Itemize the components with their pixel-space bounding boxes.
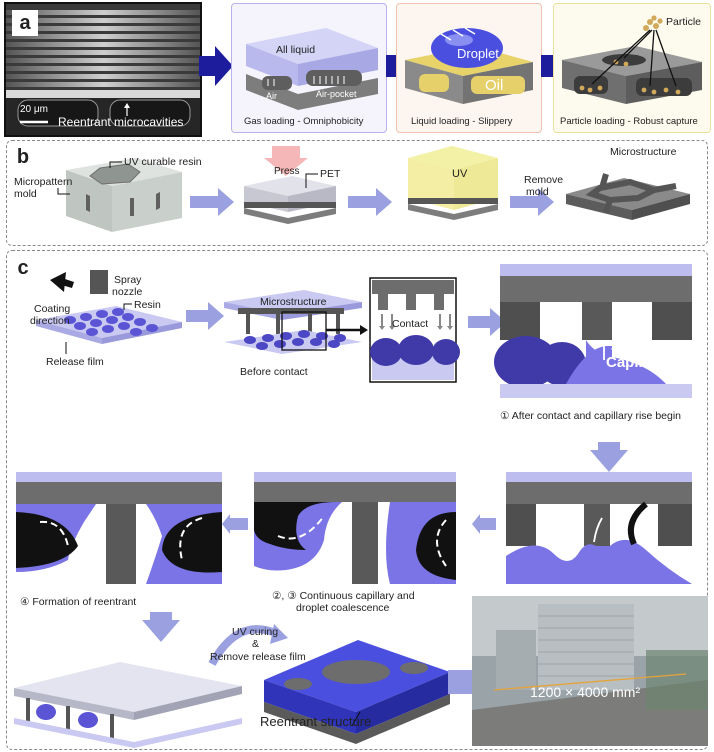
b-uv-label: UV	[452, 168, 468, 180]
box1-top-label: All liquid	[276, 44, 316, 56]
panel-b-illustration	[57, 146, 690, 232]
c-resin-label: Resin	[134, 299, 161, 311]
b-micropattern-label: Micropattern	[14, 176, 73, 188]
c-spray-label: Spray	[114, 274, 142, 286]
c-uv-curing-label: UV curing	[232, 626, 279, 638]
box-gas-loading: All liquid Air Air-pocket Gas loading - …	[231, 3, 387, 133]
b-microstructure-label: Microstructure	[610, 146, 677, 158]
arrow-a1-icon	[199, 46, 233, 86]
c-capillary-label: Capillary	[606, 354, 670, 371]
sem-image: a 20 μm Reentrant microcavities	[4, 2, 202, 137]
panel-letter-b: b	[10, 144, 36, 170]
box-particle-loading: Particle Particle loading - Robust captu…	[553, 3, 711, 133]
panel-b-frame	[6, 140, 708, 246]
b-mold-label: mold	[14, 188, 37, 200]
sem-caption: Reentrant microcavities	[58, 115, 184, 129]
c-coating-label: Coating	[34, 303, 71, 315]
c-reentrant-structure-label: Reentrant structure	[260, 714, 372, 729]
b-pet-label: PET	[320, 168, 341, 180]
box2-caption: Liquid loading - Slippery	[411, 116, 513, 127]
gas-loading-illustration	[246, 28, 378, 110]
connector-a3	[541, 55, 553, 77]
c-nozzle-label: nozzle	[112, 286, 143, 298]
c-step23-line1: ②, ③ Continuous capillary and	[272, 590, 415, 602]
c-before-contact-label: Before contact	[240, 366, 308, 378]
panel-c-illustration	[14, 264, 708, 748]
box3-caption: Particle loading - Robust capture	[560, 116, 698, 127]
c-step1-label: ① After contact and capillary rise begin	[500, 410, 682, 422]
c-step23-line2: droplet coalescence	[296, 602, 390, 614]
panel-c-frame	[6, 250, 708, 750]
box1-air-label: Air	[266, 91, 277, 101]
c-step4-label: ④ Formation of reentrant	[20, 596, 137, 608]
sem-texture	[6, 4, 200, 135]
particle-loading-illustration	[562, 15, 702, 104]
box2-droplet-label: Droplet	[457, 46, 499, 61]
box2-oil-label: Oil	[485, 77, 504, 94]
c-direction-label: direction	[30, 315, 70, 327]
c-amp-label: &	[252, 638, 260, 650]
b-uv-resin-label: UV curable resin	[124, 156, 202, 168]
box3-particle-label: Particle	[666, 16, 702, 28]
panel-letter-a: a	[12, 10, 38, 36]
c-microstructure-label: Microstructure	[260, 296, 327, 308]
c-release-film-label: Release film	[46, 356, 104, 368]
box-liquid-loading: Droplet Oil Liquid loading - Slippery	[396, 3, 542, 133]
b-remove-label: Remove	[524, 174, 564, 186]
c-contact-label: Contact	[392, 318, 429, 330]
panel-a: a 20 μm Reentrant microcavities All liqu…	[0, 0, 714, 137]
connector-a2	[386, 55, 397, 77]
box1-air-pocket-label: Air-pocket	[316, 89, 357, 99]
panel-letter-c: c	[10, 255, 36, 281]
box1-caption: Gas loading - Omniphobicity	[244, 116, 364, 127]
c-remove-release-label: Remove release film	[210, 651, 306, 663]
liquid-loading-illustration	[405, 27, 533, 104]
b-remove-mold-label: mold	[526, 186, 549, 198]
sem-scale-label: 20 μm	[20, 104, 48, 115]
b-press-label: Press	[274, 166, 300, 177]
c-area-label: 1200 × 4000 mm²	[530, 684, 641, 700]
